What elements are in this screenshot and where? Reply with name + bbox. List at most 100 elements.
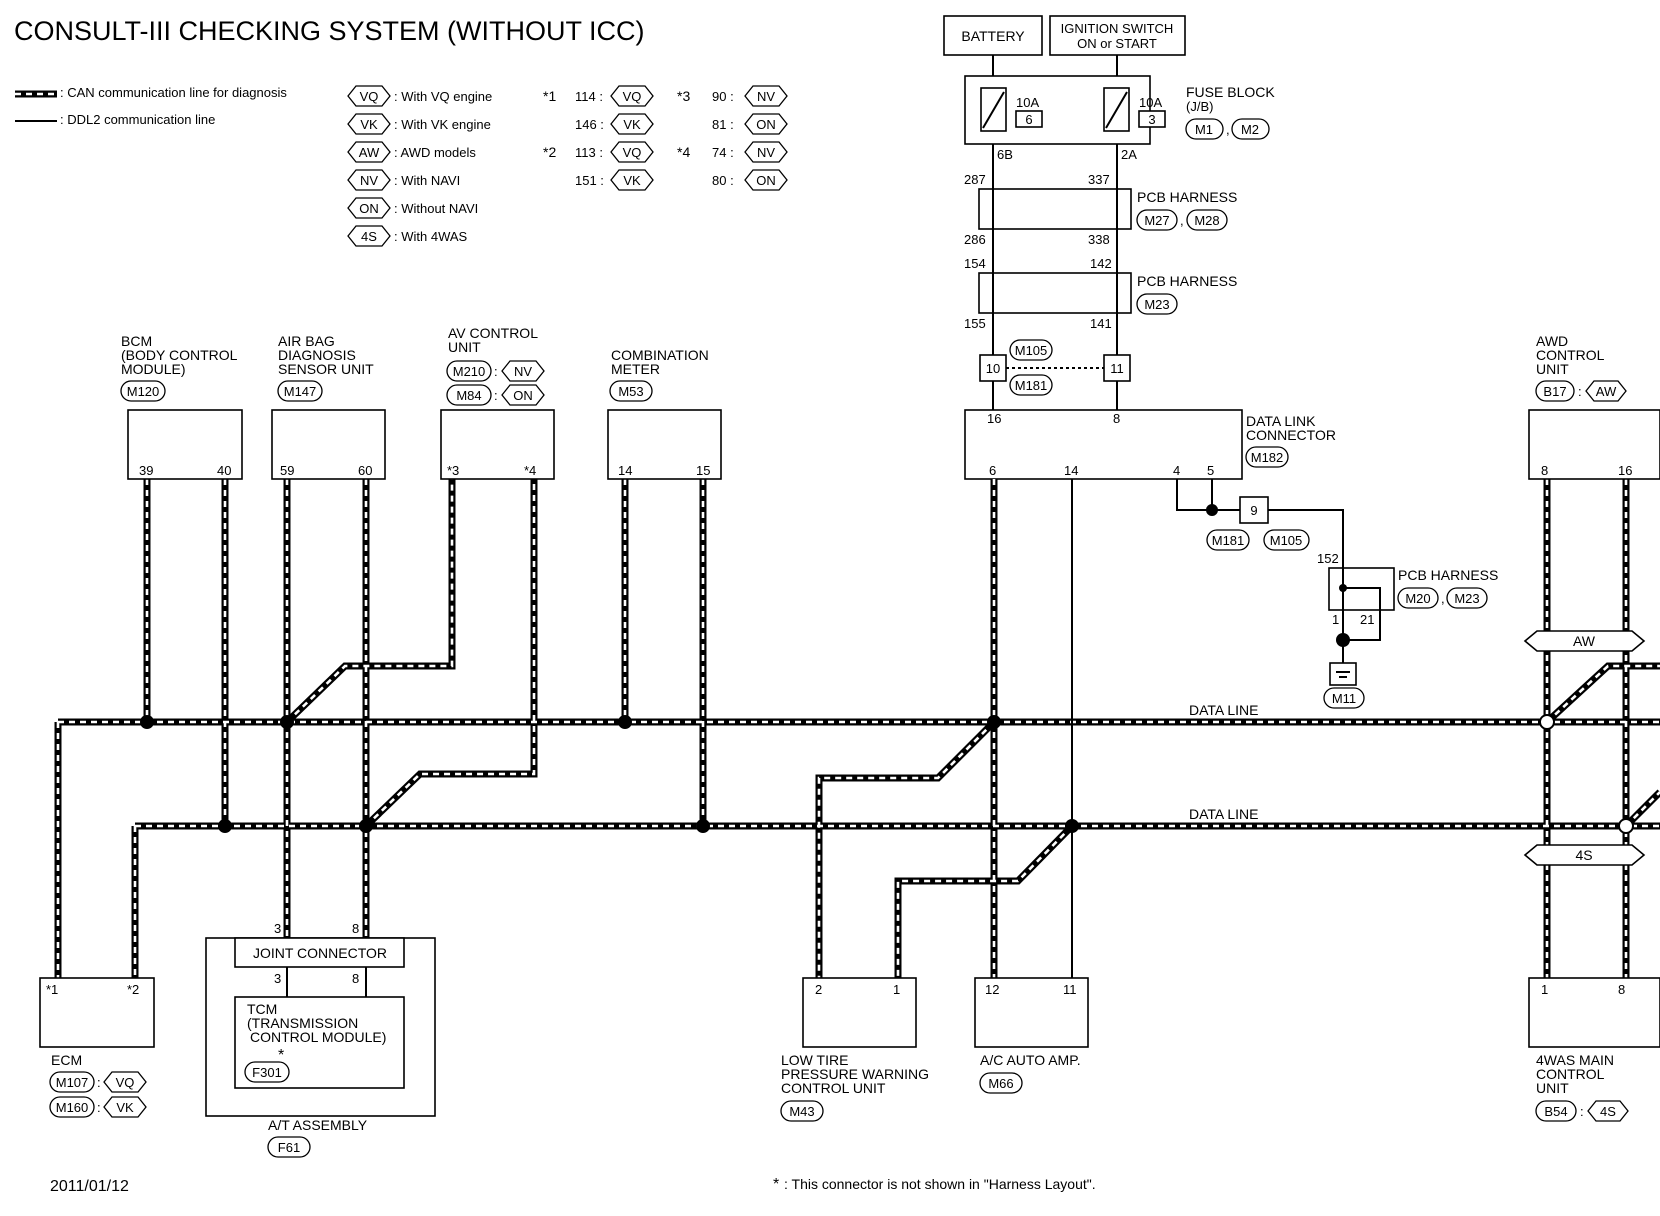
lowtire-label: LOW TIRE [781, 1052, 848, 1068]
ecm-connector: M107 [56, 1075, 89, 1090]
awd-pin: 8 [1541, 463, 1548, 478]
av-connector: M210 [453, 364, 486, 379]
dlc-connector: M182 [1251, 450, 1284, 465]
legend-code-vq: VQ [360, 89, 379, 104]
pcb-pin: 155 [964, 316, 986, 331]
dlc-pin: 8 [1113, 411, 1120, 426]
svg-text:CONTROL: CONTROL [1536, 347, 1605, 363]
pcb-harness-3-connector: M20 [1405, 591, 1430, 606]
ecm-code: VQ [116, 1075, 135, 1090]
ecm-module: *1 *2 ECM M107 : VQ M160 : VK [39, 977, 155, 1118]
awd-control-module: AWD CONTROL UNIT B17 : AW 8 16 [1528, 333, 1660, 480]
svg-text:8: 8 [352, 971, 359, 986]
ecm-connector: M160 [56, 1100, 89, 1115]
dlc-pin: 16 [987, 411, 1001, 426]
branch-aw-label: AW [1573, 633, 1596, 649]
awd-label: AWD [1536, 333, 1568, 349]
at-assembly-module: 3 8 JOINT CONNECTOR 3 8 TCM (TRANSMISSIO… [205, 921, 436, 1158]
footnote-star: * [773, 1176, 779, 1193]
star-note-code: VK [623, 173, 641, 188]
branch-4s-label: 4S [1575, 847, 1592, 863]
joint-connector-label: JOINT CONNECTOR [253, 945, 387, 961]
ac-pin: 11 [1063, 982, 1077, 997]
branch-4s-arrow [1523, 844, 1646, 866]
svg-text:CONTROL: CONTROL [1536, 1066, 1605, 1082]
star-note-code: NV [757, 145, 775, 160]
svg-text:(BODY CONTROL: (BODY CONTROL [121, 347, 238, 363]
ground-symbol [1329, 662, 1357, 686]
airbag-label: AIR BAG [278, 333, 335, 349]
joint-connector-box [234, 937, 405, 968]
pcb-pin: 287 [964, 172, 986, 187]
lowtire-connector: M43 [789, 1104, 814, 1119]
bcm-module: BCM (BODY CONTROL MODULE) M120 39 40 [120, 333, 243, 480]
svg-text:DIAGNOSIS: DIAGNOSIS [278, 347, 356, 363]
joint-pin: 11 [1110, 361, 1124, 376]
pcb-pin: 142 [1090, 256, 1112, 271]
star-note-code: ON [756, 117, 776, 132]
4was-pin: 8 [1618, 982, 1625, 997]
dlc-pin: 5 [1207, 463, 1214, 478]
4was-pin: 1 [1541, 982, 1548, 997]
line-legend: : CAN communication line for diagnosis :… [15, 85, 287, 127]
ac-auto-amp-module: 12 11 A/C AUTO AMP. M66 [974, 977, 1089, 1094]
svg-text:CONTROL MODULE): CONTROL MODULE) [250, 1029, 386, 1045]
av-connector: M84 [456, 388, 481, 403]
meter-pin: 14 [618, 463, 632, 478]
star-note-pin: 74 : [712, 145, 734, 160]
star-note-mark: *2 [543, 144, 556, 160]
legend-code-aw: AW [359, 145, 380, 160]
ecm-pin: *2 [127, 982, 139, 997]
airbag-pin: 59 [280, 463, 294, 478]
fuse-block-connector: M2 [1241, 122, 1259, 137]
tcm-connector: F301 [252, 1065, 282, 1080]
pcb-harness-3-label: PCB HARNESS [1398, 567, 1498, 583]
fuse-left-no: 6 [1025, 112, 1032, 127]
ac-pin: 12 [985, 982, 999, 997]
star-note-mark: *4 [677, 144, 690, 160]
svg-text:,: , [1180, 213, 1184, 228]
dlc-pin: 14 [1064, 463, 1078, 478]
meter-connector: M53 [618, 384, 643, 399]
data-line-label: DATA LINE [1189, 702, 1259, 718]
star-note-code: VQ [623, 145, 642, 160]
combination-meter-module: COMBINATION METER M53 14 15 [607, 347, 722, 480]
star-note-code: ON [756, 173, 776, 188]
av-code: NV [514, 364, 532, 379]
svg-text:UNIT: UNIT [1536, 1080, 1569, 1096]
data-line-label: DATA LINE [1189, 806, 1259, 822]
4was-connector: B54 [1544, 1104, 1567, 1119]
at-assembly-label: A/T ASSEMBLY [268, 1117, 368, 1133]
date-stamp: 2011/01/12 [50, 1178, 129, 1195]
av-code: ON [513, 388, 533, 403]
legend-text-nv: : With NAVI [394, 173, 460, 188]
code-legend: VQ : With VQ engine VK : With VK engine … [347, 85, 492, 247]
legend-ddl2-text: : DDL2 communication line [60, 112, 215, 127]
pcb-harness-2-connector: M23 [1144, 297, 1169, 312]
star-note-pin: 114 : [575, 89, 603, 104]
meter-label: COMBINATION [611, 347, 709, 363]
ground-connector: M11 [1332, 691, 1356, 706]
star-note-pin: 90 : [712, 89, 734, 104]
at-pin: 3 [274, 921, 281, 936]
svg-text:MODULE): MODULE) [121, 361, 186, 377]
pcb-harness-3-connector: M23 [1454, 591, 1479, 606]
data-link-connector-box [964, 409, 1243, 480]
legend-text-vk: : With VK engine [394, 117, 491, 132]
lowtire-pin: 2 [815, 982, 822, 997]
pcb-harness-1-box [978, 188, 1132, 230]
legend-text-4s: : With 4WAS [394, 229, 468, 244]
svg-text:(TRANSMISSION: (TRANSMISSION [247, 1015, 358, 1031]
star-note-pin: 146 : [575, 117, 604, 132]
legend-code-nv: NV [360, 173, 378, 188]
svg-text::: : [1580, 1104, 1584, 1119]
dlc-label-1: DATA LINK [1246, 413, 1316, 429]
ground-joint-connector: M105 [1270, 533, 1303, 548]
pcb-harness-2-label: PCB HARNESS [1137, 273, 1237, 289]
star-note-mark: *3 [677, 88, 690, 104]
star-note-code: VK [623, 117, 641, 132]
can-wiring: DATA LINE DATA LINE AW 4S [54, 479, 1660, 978]
lowtire-pin: 1 [893, 982, 900, 997]
pcb-harness-3-pin: 1 [1332, 612, 1339, 627]
